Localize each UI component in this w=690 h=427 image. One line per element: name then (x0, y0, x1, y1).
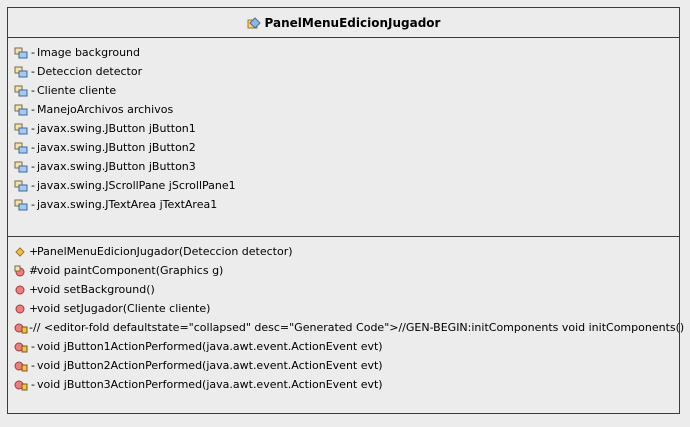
method-row[interactable]: - void jButton1ActionPerformed(java.awt.… (8, 337, 679, 356)
visibility-marker: - (31, 141, 35, 154)
visibility-marker: - (31, 359, 35, 372)
field-icon (14, 142, 28, 154)
private-method-icon (14, 379, 28, 391)
field-row[interactable]: - Image background (8, 43, 679, 62)
field-text: javax.swing.JTextArea jTextArea1 (37, 198, 218, 211)
method-row[interactable]: + PanelMenuEdicionJugador(Deteccion dete… (8, 242, 679, 261)
field-icon (14, 123, 28, 135)
field-icon (14, 47, 28, 59)
field-text: javax.swing.JButton jButton1 (37, 122, 196, 135)
constructor-icon (14, 246, 28, 258)
method-row[interactable]: - void jButton3ActionPerformed(java.awt.… (8, 375, 679, 394)
field-text: Deteccion detector (37, 65, 143, 78)
method-text: void jButton2ActionPerformed(java.awt.ev… (37, 359, 383, 372)
uml-class-box[interactable]: PanelMenuEdicionJugador - Image backgrou… (7, 7, 684, 414)
field-icon (14, 161, 28, 173)
visibility-marker: - (31, 340, 35, 353)
private-method-icon (14, 360, 28, 372)
method-text: PanelMenuEdicionJugador(Deteccion detect… (37, 245, 293, 258)
method-row[interactable]: - // <editor-fold defaultstate="collapse… (8, 318, 684, 337)
field-text: ManejoArchivos archivos (37, 103, 174, 116)
visibility-marker: - (31, 122, 35, 135)
field-row[interactable]: - javax.swing.JTextArea jTextArea1 (8, 195, 679, 214)
method-row[interactable]: + void setJugador(Cliente cliente) (8, 299, 679, 318)
protected-method-icon (14, 265, 28, 277)
field-icon (14, 199, 28, 211)
method-text: // <editor-fold defaultstate="collapsed"… (32, 321, 685, 334)
private-method-icon (14, 322, 28, 334)
field-icon (14, 180, 28, 192)
field-icon (14, 66, 28, 78)
field-row[interactable]: - javax.swing.JButton jButton3 (8, 157, 679, 176)
visibility-marker: + (29, 245, 39, 258)
methods-compartment: + PanelMenuEdicionJugador(Deteccion dete… (8, 237, 684, 394)
visibility-marker: + (29, 302, 39, 315)
method-text: void paintComponent(Graphics g) (37, 264, 224, 277)
method-row[interactable]: - void jButton2ActionPerformed(java.awt.… (8, 356, 679, 375)
fields-compartment: - Image background - Deteccion detector … (8, 38, 679, 237)
field-icon (14, 85, 28, 97)
field-text: javax.swing.JScrollPane jScrollPane1 (37, 179, 236, 192)
visibility-marker: - (31, 46, 35, 59)
method-text: void jButton1ActionPerformed(java.awt.ev… (37, 340, 383, 353)
field-icon (14, 104, 28, 116)
public-method-icon (14, 284, 28, 296)
class-header[interactable]: PanelMenuEdicionJugador (8, 8, 679, 38)
field-row[interactable]: - ManejoArchivos archivos (8, 100, 679, 119)
field-row[interactable]: - javax.swing.JScrollPane jScrollPane1 (8, 176, 679, 195)
class-icon (247, 16, 261, 29)
method-text: void setJugador(Cliente cliente) (37, 302, 211, 315)
method-text: void jButton3ActionPerformed(java.awt.ev… (37, 378, 383, 391)
field-text: javax.swing.JButton jButton2 (37, 141, 196, 154)
public-method-icon (14, 303, 28, 315)
private-method-icon (14, 341, 28, 353)
field-text: javax.swing.JButton jButton3 (37, 160, 196, 173)
visibility-marker: - (31, 65, 35, 78)
visibility-marker: + (29, 283, 39, 296)
visibility-marker: - (31, 179, 35, 192)
field-row[interactable]: - Cliente cliente (8, 81, 679, 100)
visibility-marker: - (29, 321, 33, 334)
method-text: void setBackground() (37, 283, 155, 296)
field-row[interactable]: - javax.swing.JButton jButton1 (8, 119, 679, 138)
class-name: PanelMenuEdicionJugador (264, 15, 441, 30)
method-row[interactable]: + void setBackground() (8, 280, 679, 299)
visibility-marker: - (31, 84, 35, 97)
field-row[interactable]: - javax.swing.JButton jButton2 (8, 138, 679, 157)
visibility-marker: - (31, 378, 35, 391)
field-row[interactable]: - Deteccion detector (8, 62, 679, 81)
method-row[interactable]: # void paintComponent(Graphics g) (8, 261, 679, 280)
field-text: Image background (37, 46, 141, 59)
visibility-marker: - (31, 160, 35, 173)
field-text: Cliente cliente (37, 84, 117, 97)
visibility-marker: # (29, 264, 39, 277)
visibility-marker: - (31, 103, 35, 116)
visibility-marker: - (31, 198, 35, 211)
